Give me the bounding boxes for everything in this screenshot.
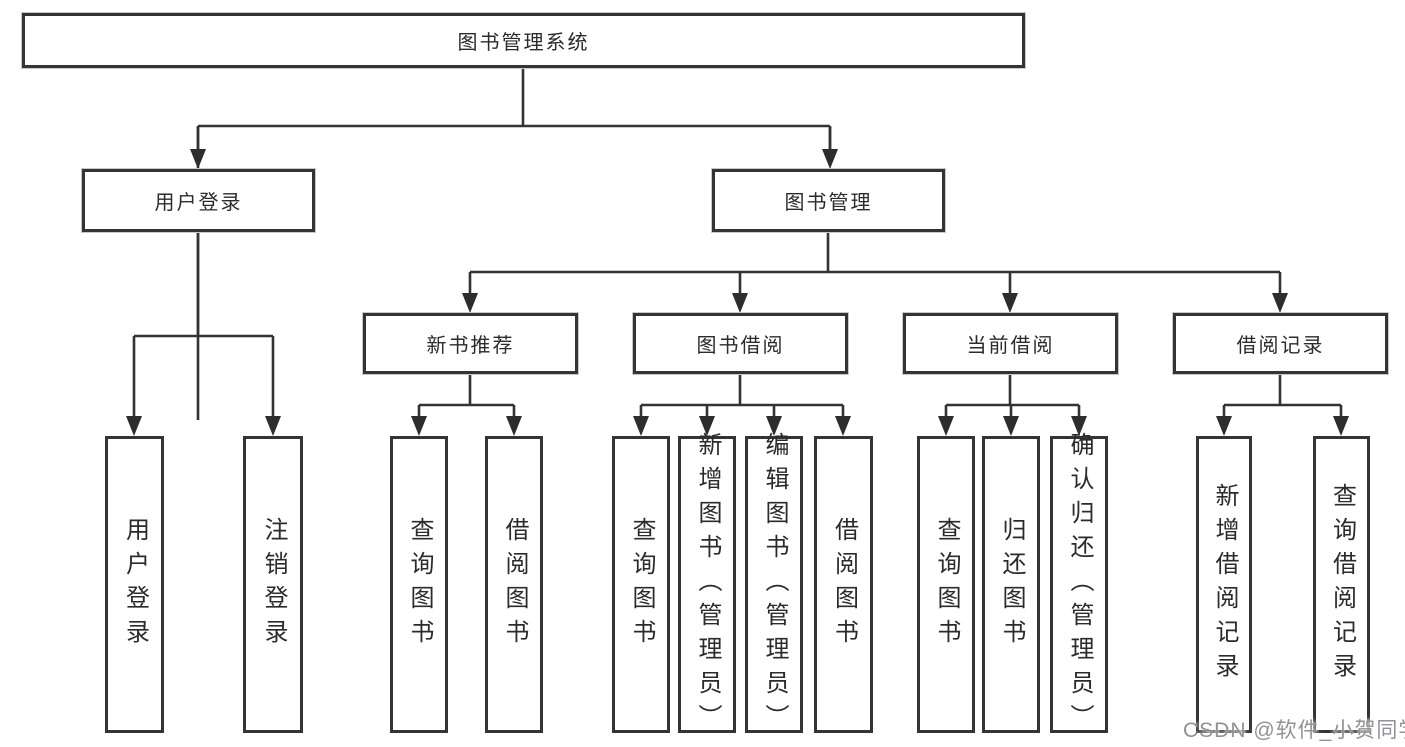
leaf-logout: 注销登录 xyxy=(243,436,303,733)
arrow-icon xyxy=(1216,416,1232,436)
arrow-icon xyxy=(462,293,478,313)
leaf-query-book-current: 查询图书 xyxy=(917,436,975,733)
leaf-query-borrow-record: 查询借阅记录 xyxy=(1313,436,1370,733)
node-label: 借阅记录 xyxy=(1236,335,1325,357)
arrow-icon xyxy=(633,416,649,436)
leaf-label: 查询图书 xyxy=(406,516,433,653)
arrow-icon xyxy=(1003,416,1019,436)
arrow-icon xyxy=(1002,293,1018,313)
arrow-icon xyxy=(822,149,838,169)
node-borrow-records: 借阅记录 xyxy=(1173,313,1388,374)
arrow-icon xyxy=(265,416,281,436)
leaf-label: 归还图书 xyxy=(998,516,1025,653)
leaf-add-book-admin: 新增图书（管理员） xyxy=(678,432,736,738)
node-label: 新书推荐 xyxy=(426,335,515,357)
leaf-label: 借阅图书 xyxy=(501,516,528,653)
connector xyxy=(417,374,516,419)
leaf-user-login: 用户登录 xyxy=(105,436,164,733)
arrow-icon xyxy=(1272,293,1288,313)
leaf-edit-book-admin: 编辑图书（管理员） xyxy=(745,432,803,738)
connector xyxy=(639,374,845,419)
arrow-icon xyxy=(938,416,954,436)
csdn-watermark: CSDN @软件_小贺同学 xyxy=(1183,719,1405,742)
node-book-borrow: 图书借阅 xyxy=(633,313,848,374)
leaf-label: 用户登录 xyxy=(121,516,149,653)
connector xyxy=(132,232,275,419)
leaf-label: 查询图书 xyxy=(628,516,655,653)
leaf-label: 新增图书（管理员） xyxy=(694,431,721,738)
arrow-icon xyxy=(126,416,142,436)
leaf-borrow-book: 借阅图书 xyxy=(814,436,873,733)
arrow-icon xyxy=(411,416,427,436)
node-label: 图书借阅 xyxy=(696,335,785,357)
connector xyxy=(944,374,1081,419)
connector xyxy=(1222,374,1343,419)
arrow-icon xyxy=(1333,416,1349,436)
leaf-confirm-return-admin: 确认归还（管理员） xyxy=(1050,432,1108,738)
node-user-login: 用户登录 xyxy=(82,169,315,232)
arrow-icon xyxy=(506,416,522,436)
leaf-label: 编辑图书（管理员） xyxy=(761,431,788,738)
connector xyxy=(468,232,1282,296)
leaf-borrow-book-recommend: 借阅图书 xyxy=(485,436,543,733)
leaf-label: 借阅图书 xyxy=(830,516,858,653)
connector xyxy=(196,126,832,152)
leaf-query-book-recommend: 查询图书 xyxy=(390,436,448,733)
node-book-management: 图书管理 xyxy=(712,169,945,232)
node-label: 图书管理 xyxy=(784,192,873,214)
node-root-system: 图书管理系统 xyxy=(22,13,1025,68)
leaf-query-book-borrow: 查询图书 xyxy=(612,436,670,733)
node-label: 图书管理系统 xyxy=(457,32,590,54)
leaf-add-borrow-record: 新增借阅记录 xyxy=(1196,436,1252,733)
arrow-icon xyxy=(835,416,851,436)
leaf-label: 注销登录 xyxy=(260,516,287,653)
arrow-icon xyxy=(190,149,206,169)
leaf-return-book: 归还图书 xyxy=(982,436,1040,733)
node-label: 用户登录 xyxy=(154,192,243,214)
arrow-icon xyxy=(732,293,748,313)
node-current-borrow: 当前借阅 xyxy=(903,313,1118,374)
leaf-label: 确认归还（管理员） xyxy=(1066,431,1093,738)
node-new-book-recommend: 新书推荐 xyxy=(363,313,578,374)
leaf-label: 新增借阅记录 xyxy=(1211,482,1238,687)
node-label: 当前借阅 xyxy=(966,335,1055,357)
leaf-label: 查询图书 xyxy=(933,516,960,653)
leaf-label: 查询借阅记录 xyxy=(1328,482,1356,687)
